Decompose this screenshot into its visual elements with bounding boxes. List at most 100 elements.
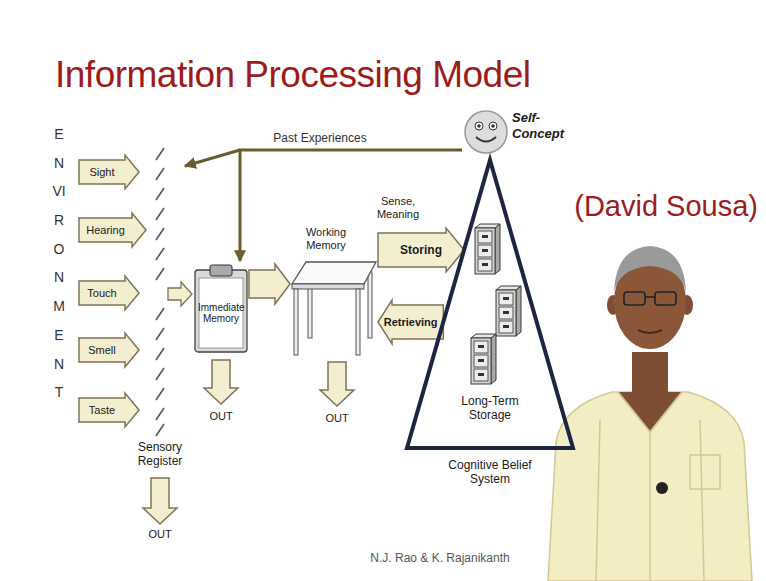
out-label: OUT [325,412,348,424]
sensory-register-slashes [156,208,164,220]
sensory-register-slashes [156,248,164,260]
sensory-register-slashes [156,348,164,360]
register-label: Sensory Register [127,440,193,469]
sensory-register-slashes [156,148,164,160]
memory-table: Working Memory [290,226,378,356]
self-concept-label: Self-Concept [512,110,572,141]
sense-arrow-shape [79,393,139,427]
table-leg [368,272,372,338]
text-group: Sight [89,166,114,178]
edge-label: Storing [399,243,443,257]
footer-credit: N.J. Rao & K. Rajanikanth [370,551,509,565]
clipboard-clip [210,265,232,276]
memory-label: Working Memory [290,226,362,251]
smiley-pupil [491,124,495,128]
text-group: Hearing [86,224,125,236]
presenter-figure [700,420,704,581]
text-group: Cognitive Belief System [446,458,534,487]
register-to-memory-arrow [168,282,192,306]
sense-arrow-shape [79,213,146,247]
register-to-memory-arrow [168,282,192,306]
presenter-figure [638,330,662,333]
presenter-figure [690,455,720,489]
storage-triangle: Long-Term StorageCognitive Belief System [405,158,575,503]
triangle-outline [407,160,573,448]
vertical-environment-label: ENVIRONMENT [52,120,66,407]
sensory-register-slashes [156,268,164,280]
clipboard-board [195,270,247,352]
sense-label: Sight [89,166,114,178]
sensory-register-slashes [156,228,164,240]
sensory-register-slashes [156,368,164,380]
sense-arrow: Sight [78,154,140,190]
out-label: OUT [148,528,171,540]
block-arrow [249,264,290,304]
memory-label: Immediate Memory [198,302,244,325]
sensory-register-slashes [156,408,164,420]
block-arrow [378,228,464,272]
edge-label: Past Experiences [273,131,366,145]
author-credit: (David Sousa) [574,190,758,223]
out-arrow [143,478,177,524]
table-top [292,262,376,284]
sensory-register-slashes [156,424,164,436]
presenter-figure [614,246,686,292]
smiley-mouth [476,137,496,142]
presenter-figure [632,352,668,398]
out-arrow [204,360,238,404]
smiley-eye [489,122,497,130]
presenter-figure [548,392,752,581]
presenter-figure [596,420,600,581]
presenter-figure [624,292,645,305]
table-leg [356,289,360,355]
table-leg [294,289,298,355]
experience-arrow [240,150,462,261]
presenter-figure [618,392,682,432]
sensory-register-slashes [156,168,164,180]
smiley-eye [475,122,483,130]
block-arrow [378,300,443,344]
sensory-register-slashes [156,308,164,320]
past-experience-branch-arrow [185,150,240,166]
sense-label: Smell [88,344,116,356]
filing-cabinets [475,224,500,274]
smiley-face [462,108,510,156]
sense-label: Hearing [86,224,125,236]
smiley-pupil [477,124,481,128]
sense-arrow: Touch [78,275,140,311]
out-arrow [320,362,354,406]
sense-label: Taste [89,404,115,416]
memory-clipboard: Immediate Memory [193,262,249,354]
past-experience-branch-arrow [185,150,240,166]
sensory-register-slashes [156,188,164,200]
presenter-figure [655,292,676,305]
presenter-figure [548,246,752,581]
annotation: Sense, Meaning [372,195,424,221]
storage-label: Long-Term Storage [450,394,530,423]
text-group: Self-Concept [512,110,572,141]
sense-arrow-shape [79,276,139,310]
presenter-figure [618,392,682,432]
self-concept-face: Self-Concept [462,108,574,156]
text-group: Long-Term Storage [450,394,530,423]
filing-cabinets [471,334,496,384]
sensory-register-slashes [156,388,164,400]
sense-arrow: Taste [78,392,140,428]
text-group: Smell [88,344,116,356]
out-label: OUT [209,410,232,422]
edge-label: Retrieving [383,316,439,328]
text-group: Working Memory [290,226,362,251]
sense-arrow: Smell [78,332,140,368]
sensory-register-slashes [156,328,164,340]
text-group: Taste [89,404,115,416]
text-group: Touch [87,287,116,299]
smiley-face [465,111,507,153]
presenter-figure [645,296,655,298]
filing-cabinets [496,286,521,336]
clipboard-paper [199,278,243,348]
text-group: Immediate Memory [198,302,244,325]
sensory-register-slashes [156,148,164,436]
sense-label: Touch [87,287,116,299]
sense-arrow: Hearing [78,212,147,248]
